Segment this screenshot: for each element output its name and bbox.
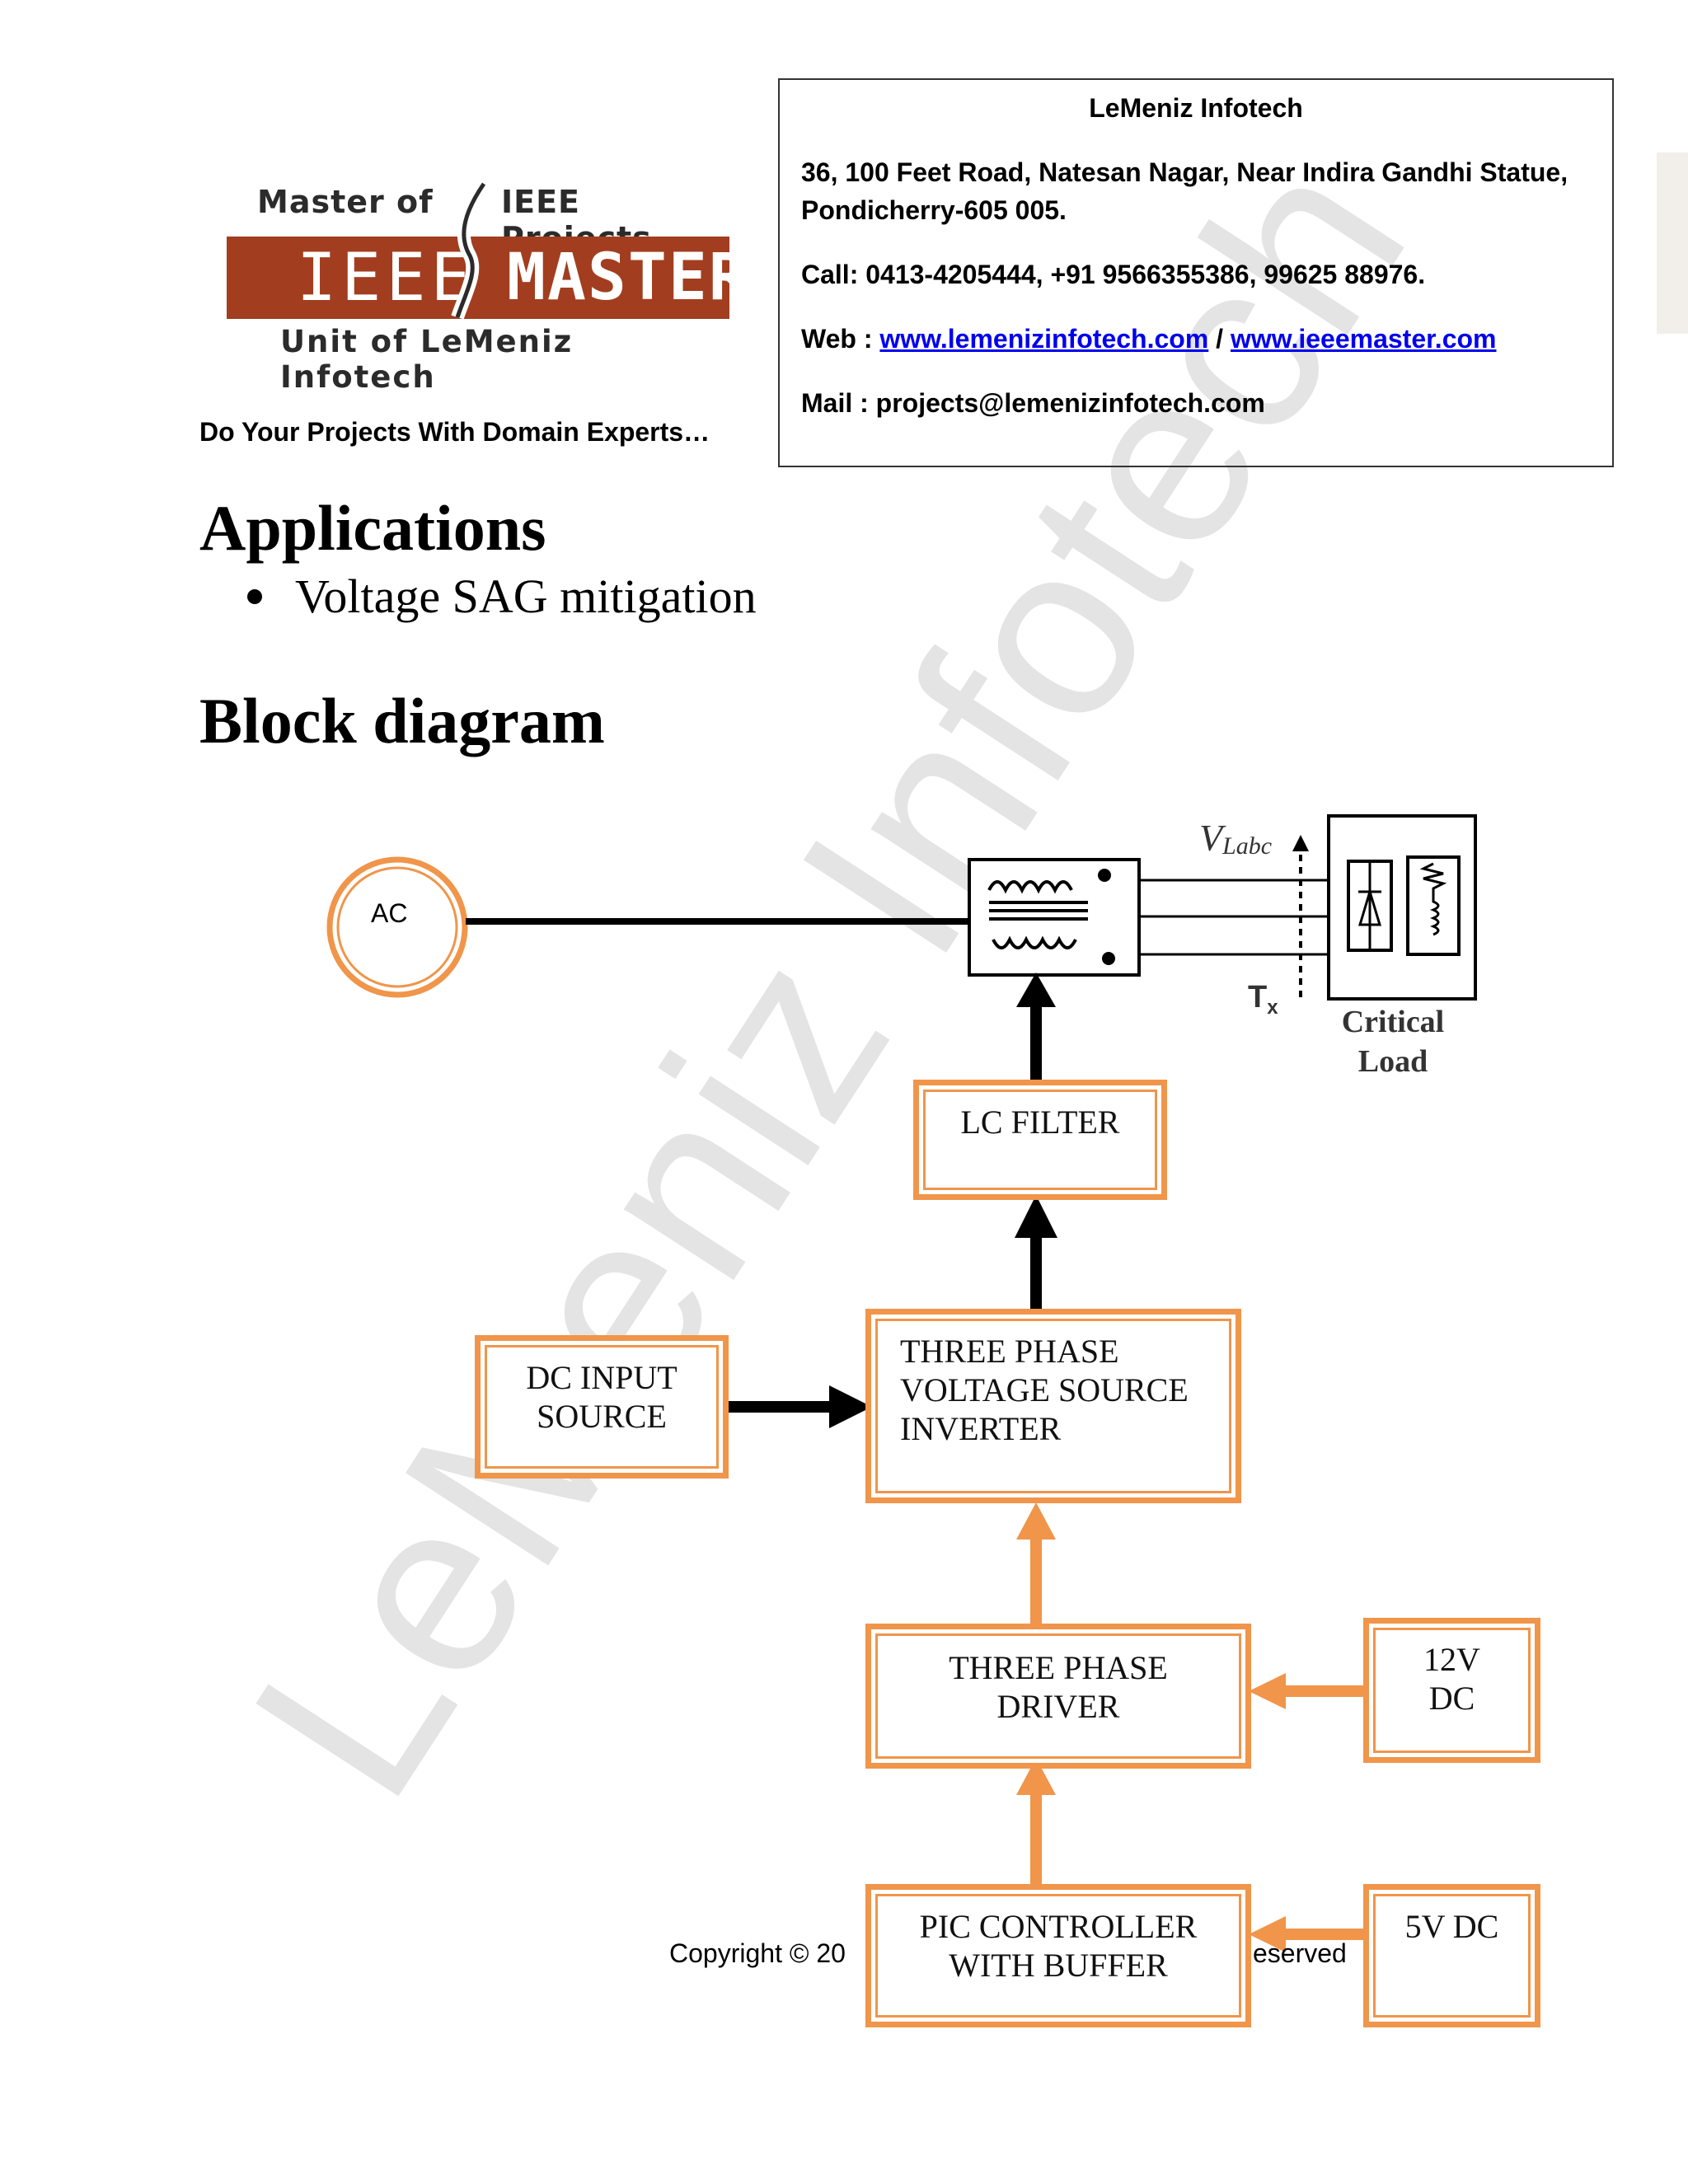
logo-swoosh-icon <box>451 180 490 320</box>
applications-item-text: Voltage SAG mitigation <box>295 569 757 623</box>
measurement-arrow-icon <box>1292 835 1309 851</box>
inverter-block <box>865 1309 1241 1503</box>
logo-top-left: Master of <box>257 184 434 220</box>
arrow-dc-to-inverter-head-icon <box>829 1385 872 1428</box>
arrow-12v-to-driver-head-icon <box>1249 1673 1286 1709</box>
ac-source-inner-ring <box>336 866 458 988</box>
contact-call: Call: 0413-4205444, +91 9566355386, 9962… <box>801 260 1426 289</box>
logo-ieee-text: IEEE <box>297 239 476 316</box>
side-tab <box>1657 152 1688 334</box>
supply-12v-block <box>1363 1618 1540 1763</box>
logo-master-text: MASTER <box>507 241 749 315</box>
driver-label: THREE PHASE DRIVER <box>949 1649 1168 1725</box>
lc-filter-block <box>913 1080 1167 1200</box>
driver-block <box>865 1624 1251 1769</box>
arrow-driver-to-inverter-head-icon <box>1016 1502 1056 1540</box>
ac-source-label: AC <box>371 898 408 928</box>
ac-source-outer-ring <box>326 856 468 998</box>
critical-load-line1: Critical <box>1342 1005 1445 1039</box>
copyright-right: eserved <box>1253 1938 1347 1968</box>
contact-web: Web : www.lemenizinfotech.com / www.ieee… <box>801 324 1496 354</box>
contact-address-line1: 36, 100 Feet Road, Natesan Nagar, Near I… <box>801 157 1568 187</box>
web-link-lemeniz[interactable]: www.lemenizinfotech.com <box>879 324 1209 354</box>
contact-box: LeMeniz Infotech 36, 100 Feet Road, Nate… <box>778 78 1614 467</box>
arrow-lc-to-transformer-head-icon <box>1016 972 1056 1007</box>
contact-address-line2: Pondicherry-605 005. <box>801 195 1067 225</box>
block-diagram-heading: Block diagram <box>199 685 605 757</box>
logo-bottom-text: Unit of LeMeniz Infotech <box>280 324 574 395</box>
dc-input-label: DC INPUT SOURCE <box>526 1359 678 1435</box>
tagline: Do Your Projects With Domain Experts… <box>199 417 710 447</box>
contact-web-separator: / <box>1208 324 1231 354</box>
contact-mail: Mail : projects@lemenizinfotech.com <box>801 388 1265 418</box>
arrow-pic-to-driver-head-icon <box>1016 1758 1056 1795</box>
web-link-ieeemaster[interactable]: www.ieeemaster.com <box>1230 324 1497 354</box>
vlabc-label: VLabc <box>1199 817 1272 860</box>
dc-input-block <box>475 1335 729 1479</box>
applications-list-item: Voltage SAG mitigation <box>247 569 757 624</box>
inverter-label: THREE PHASE VOLTAGE SOURCE INVERTER <box>900 1333 1189 1447</box>
critical-load-line2: Load <box>1358 1044 1428 1079</box>
company-logo: Master of IEEE Projects IEEE MASTER Unit… <box>223 177 748 395</box>
tx-label: Tx <box>1248 980 1278 1019</box>
contact-web-label: Web : <box>801 324 880 354</box>
bullet-icon <box>247 588 262 604</box>
supply-5v-label: 5V DC <box>1404 1908 1499 1945</box>
contact-company: LeMeniz Infotech <box>1089 93 1303 123</box>
arrow-5v-to-pic-head-icon <box>1249 1916 1286 1952</box>
pic-controller-block <box>865 1884 1251 2027</box>
supply-12v-label: 12V DC <box>1423 1641 1480 1717</box>
critical-load-icon <box>1327 814 1477 1001</box>
applications-heading: Applications <box>199 492 546 564</box>
copyright-left: Copyright © 20 <box>669 1938 846 1968</box>
supply-5v-block <box>1363 1884 1540 2027</box>
pic-controller-label: PIC CONTROLLER WITH BUFFER <box>919 1908 1198 1984</box>
logo-band <box>227 237 729 319</box>
lc-filter-label: LC FILTER <box>960 1104 1120 1141</box>
transformer-icon <box>968 858 1141 977</box>
arrow-inverter-to-lc-head-icon <box>1015 1195 1057 1238</box>
